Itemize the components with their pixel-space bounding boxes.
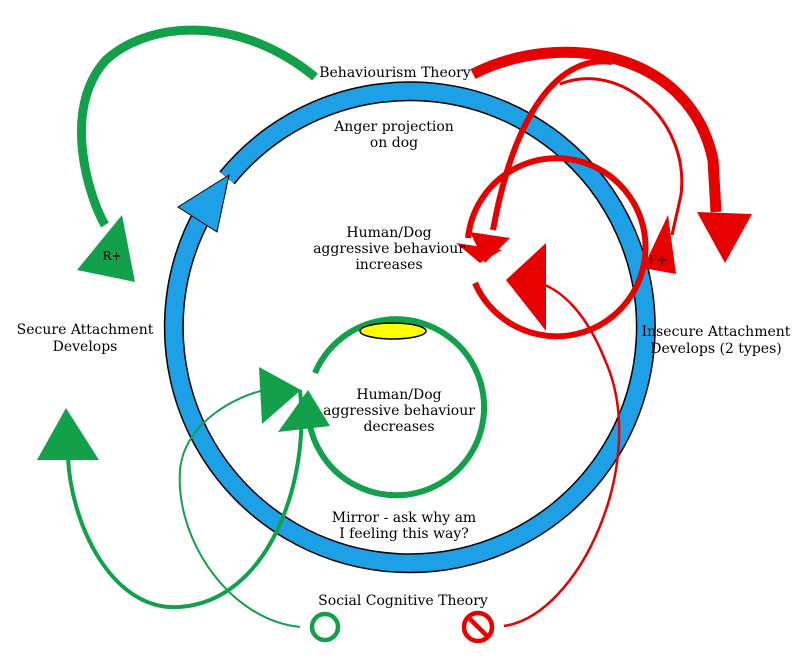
secure-label-line1: Secure Attachment xyxy=(17,322,154,338)
r-plus-label: R+ xyxy=(102,249,121,263)
outer-cycle-arrowhead xyxy=(177,173,230,233)
behaviourism-label: Behaviourism Theory xyxy=(319,65,471,81)
outer-cycle xyxy=(163,81,656,574)
negative-path xyxy=(503,243,621,628)
anger-label-line2: on dog xyxy=(370,135,418,151)
increase-label-line3: increases xyxy=(355,257,422,273)
increase-loop-arrowhead xyxy=(456,243,502,263)
increase-label-line1: Human/Dog xyxy=(346,225,431,241)
no-symbol-icon xyxy=(461,610,495,644)
insecure-label-line1: Insecure Attachment xyxy=(642,324,791,340)
decrease-loop xyxy=(278,316,488,499)
positive-circle-icon xyxy=(309,611,341,643)
decrease-loop-arrowhead xyxy=(278,390,330,432)
secure-label-line2: Develops xyxy=(53,339,118,355)
punishment-arrow-outer xyxy=(470,46,752,263)
social-cognitive-label: Social Cognitive Theory xyxy=(318,593,488,609)
positive-path xyxy=(178,367,301,628)
mirror-label-line1: Mirror - ask why am xyxy=(332,510,476,526)
junction-ellipse xyxy=(359,322,427,340)
decrease-label-line3: decreases xyxy=(363,419,434,435)
decrease-label-line1: Human/Dog xyxy=(356,387,441,403)
secure-path xyxy=(37,389,304,610)
increase-label-line2: aggressive behaviour xyxy=(313,241,465,257)
punishment-arrow-inner xyxy=(470,58,613,263)
insecure-label-line2: Develops (2 types) xyxy=(650,341,781,357)
punishment-arrow-pplus xyxy=(559,77,684,274)
p-plus-label: P+ xyxy=(649,253,667,267)
reinforcement-arrow xyxy=(77,25,318,282)
anger-label-line1: Anger projection xyxy=(333,119,454,135)
mirror-label-line2: I feeling this way? xyxy=(339,526,469,542)
decrease-label-line2: aggressive behaviour xyxy=(323,403,475,419)
